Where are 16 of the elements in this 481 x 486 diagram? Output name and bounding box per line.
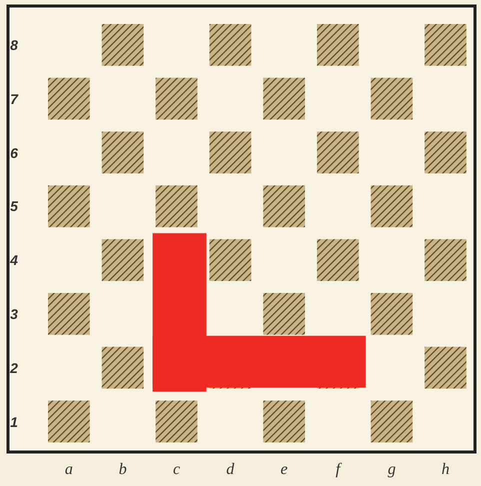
rank-label: 6 [9, 144, 19, 162]
rank-label: 4 [9, 251, 19, 270]
rank-label: 3 [9, 304, 19, 323]
file-label: d [225, 461, 236, 479]
file-label: h [440, 461, 450, 479]
file-label: g [386, 461, 397, 479]
file-label: f [334, 461, 343, 479]
rank-label: 2 [9, 358, 19, 377]
rank-label: 1 [9, 412, 19, 430]
rank-label: 8 [9, 36, 19, 54]
rank-label: 5 [9, 197, 19, 216]
file-label: b [118, 461, 128, 479]
file-label: a [64, 461, 74, 479]
rank-label: 7 [9, 90, 20, 108]
file-label: e [280, 461, 289, 479]
file-label: c [172, 461, 182, 479]
